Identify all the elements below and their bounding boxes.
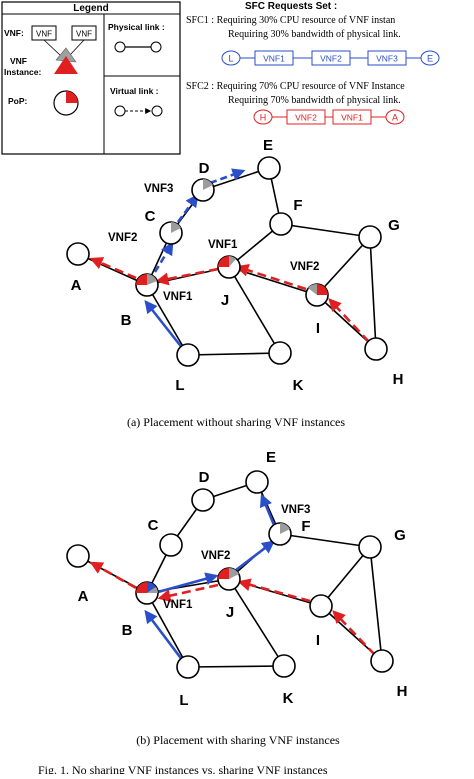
sfc2-chain: H VNF2 VNF1 A — [253, 109, 405, 125]
legend-physical-link-icon — [114, 41, 162, 53]
sfc2-chain-node-1: VNF2 — [295, 113, 317, 123]
sfc-title: SFC Requests Set : — [245, 1, 337, 12]
diagram-a-vnf1-b-label: VNF1 — [163, 291, 193, 303]
diagram-b-label-K: K — [283, 690, 294, 707]
diagram-b-node-H — [370, 649, 394, 673]
diagram-b-sfc2-virtual-links — [89, 561, 376, 656]
diagram-a-vnf2-c-label: VNF2 — [108, 232, 137, 244]
sfc1-line1: SFC1 : Requiring 30% CPU resource of VNF… — [186, 15, 395, 26]
diagram-b-label-J: J — [226, 604, 234, 621]
diagram-b: A B C D E F G H I J K L VNF3 VNF2 VNF1 (… — [66, 449, 408, 747]
diagram-b-label-D: D — [199, 469, 210, 486]
diagram-b-node-C — [159, 533, 183, 557]
diagram-a-label-J: J — [221, 292, 229, 309]
diagram-b-sfc1-virtual-links — [144, 493, 276, 662]
sfc1-line2: Requiring 30% bandwidth of physical link… — [228, 29, 401, 40]
legend-physical-link-label: Physical link : — [108, 22, 165, 32]
diagram-a-sfc1-virtual-links — [144, 168, 246, 350]
diagram-b-label-G: G — [394, 527, 406, 544]
diagram-a-label-C: C — [145, 208, 156, 225]
diagram-a-node-E — [257, 156, 281, 180]
legend-virtual-link-icon — [114, 105, 163, 117]
diagram-b-vnf-wedges — [136, 522, 290, 593]
diagram-a-label-E: E — [263, 137, 273, 154]
diagram-b-label-E: E — [266, 449, 276, 466]
diagram-b-vnf-labels: VNF3 VNF2 VNF1 — [163, 504, 310, 611]
diagram-b-node-labels: A B C D E F G H I J K L — [78, 449, 408, 709]
diagram-b-node-K — [272, 654, 296, 678]
diagram-a-label-L: L — [175, 377, 184, 394]
legend-vnf-box-1-text: VNF — [36, 30, 52, 39]
legend-box: Legend VNF: VNF VNF VNF Instance: PoP: P… — [1, 1, 181, 155]
diagram-b-label-F: F — [301, 518, 310, 535]
diagram-b-vnf2-label: VNF2 — [201, 550, 230, 562]
diagram-b-node-A — [66, 544, 90, 568]
sfc1-chain: L VNF1 VNF2 VNF3 E — [221, 50, 440, 66]
legend-vnf-label: VNF: — [4, 28, 24, 38]
diagram-b-label-L: L — [179, 692, 188, 709]
diagram-a-sfc2-virtual-links — [89, 257, 370, 343]
sfc2-chain-node-2: VNF1 — [341, 113, 363, 123]
legend-pop-icon — [53, 90, 79, 116]
diagram-a-node-L — [176, 343, 200, 367]
diagram-b-label-C: C — [148, 517, 159, 534]
diagram-a-vnf-wedges — [136, 178, 328, 295]
legend-pop-label: PoP: — [8, 96, 28, 106]
diagram-b-node-L — [176, 655, 200, 679]
diagram-b-node-G — [358, 535, 382, 559]
sfc2-chain-node-0: H — [260, 113, 267, 123]
diagram-a-label-H: H — [393, 371, 404, 388]
diagram-b-label-I: I — [316, 632, 320, 649]
legend-instance-icon — [54, 47, 78, 74]
diagram-a-label-K: K — [293, 377, 304, 394]
sfc1-chain-node-4: E — [427, 54, 433, 64]
diagram-b-label-H: H — [397, 683, 408, 700]
diagram-b-caption: (b) Placement with sharing VNF instances — [136, 733, 340, 747]
legend-vnf-box-2-text: VNF — [76, 30, 92, 39]
diagram-a-label-D: D — [199, 160, 210, 177]
diagram-b-vnf1-label: VNF1 — [163, 599, 193, 611]
diagram-a-caption: (a) Placement without sharing VNF instan… — [127, 415, 345, 429]
sfc1-chain-node-3: VNF3 — [376, 54, 398, 64]
diagram-b-label-A: A — [78, 588, 89, 605]
diagram-b-node-I — [309, 594, 333, 618]
sfc2-line1: SFC2 : Requiring 70% CPU resource of VNF… — [186, 81, 405, 92]
diagram-a-node-H — [364, 337, 388, 361]
sfc2-line2: Requiring 70% bandwidth of physical link… — [228, 95, 401, 106]
diagram-b-node-D — [191, 488, 215, 512]
sfc-requests: SFC Requests Set : SFC1 : Requiring 30% … — [186, 1, 440, 125]
legend-virtual-link-label: Virtual link : — [110, 86, 159, 96]
diagram-a-label-B: B — [121, 312, 132, 329]
diagram-a-label-G: G — [388, 217, 400, 234]
diagram-a: A B C D E F G H I J K L VNF3 VNF2 VNF1 V… — [66, 137, 404, 429]
diagram-a-label-F: F — [293, 197, 302, 214]
diagram-a-node-K — [268, 341, 292, 365]
legend-instance-label-2: Instance: — [4, 67, 41, 77]
diagram-a-vnf2-i-label: VNF2 — [290, 261, 319, 273]
sfc1-chain-node-1: VNF1 — [263, 54, 285, 64]
legend-instance-label-1: VNF — [10, 56, 27, 66]
diagram-a-vnf1-j-label: VNF1 — [208, 239, 238, 251]
sfc1-chain-node-0: L — [228, 54, 233, 64]
diagram-a-vnf-labels: VNF3 VNF2 VNF1 VNF2 VNF1 — [108, 183, 319, 303]
diagram-a-node-G — [358, 225, 382, 249]
sfc2-chain-node-3: A — [392, 113, 398, 123]
diagram-b-node-E — [245, 470, 269, 494]
diagram-a-label-A: A — [71, 277, 82, 294]
diagram-a-node-F — [269, 212, 293, 236]
figure-caption: Fig. 1. No sharing VNF instances vs. sha… — [38, 763, 328, 774]
diagram-a-node-A — [66, 242, 90, 266]
legend-title: Legend — [73, 3, 109, 14]
diagram-a-label-I: I — [316, 320, 320, 337]
diagram-a-vnf3-label: VNF3 — [144, 183, 173, 195]
diagram-b-vnf3-label: VNF3 — [281, 504, 310, 516]
diagram-a-node-labels: A B C D E F G H I J K L — [71, 137, 404, 394]
sfc1-chain-node-2: VNF2 — [320, 54, 342, 64]
diagram-b-label-B: B — [122, 622, 133, 639]
